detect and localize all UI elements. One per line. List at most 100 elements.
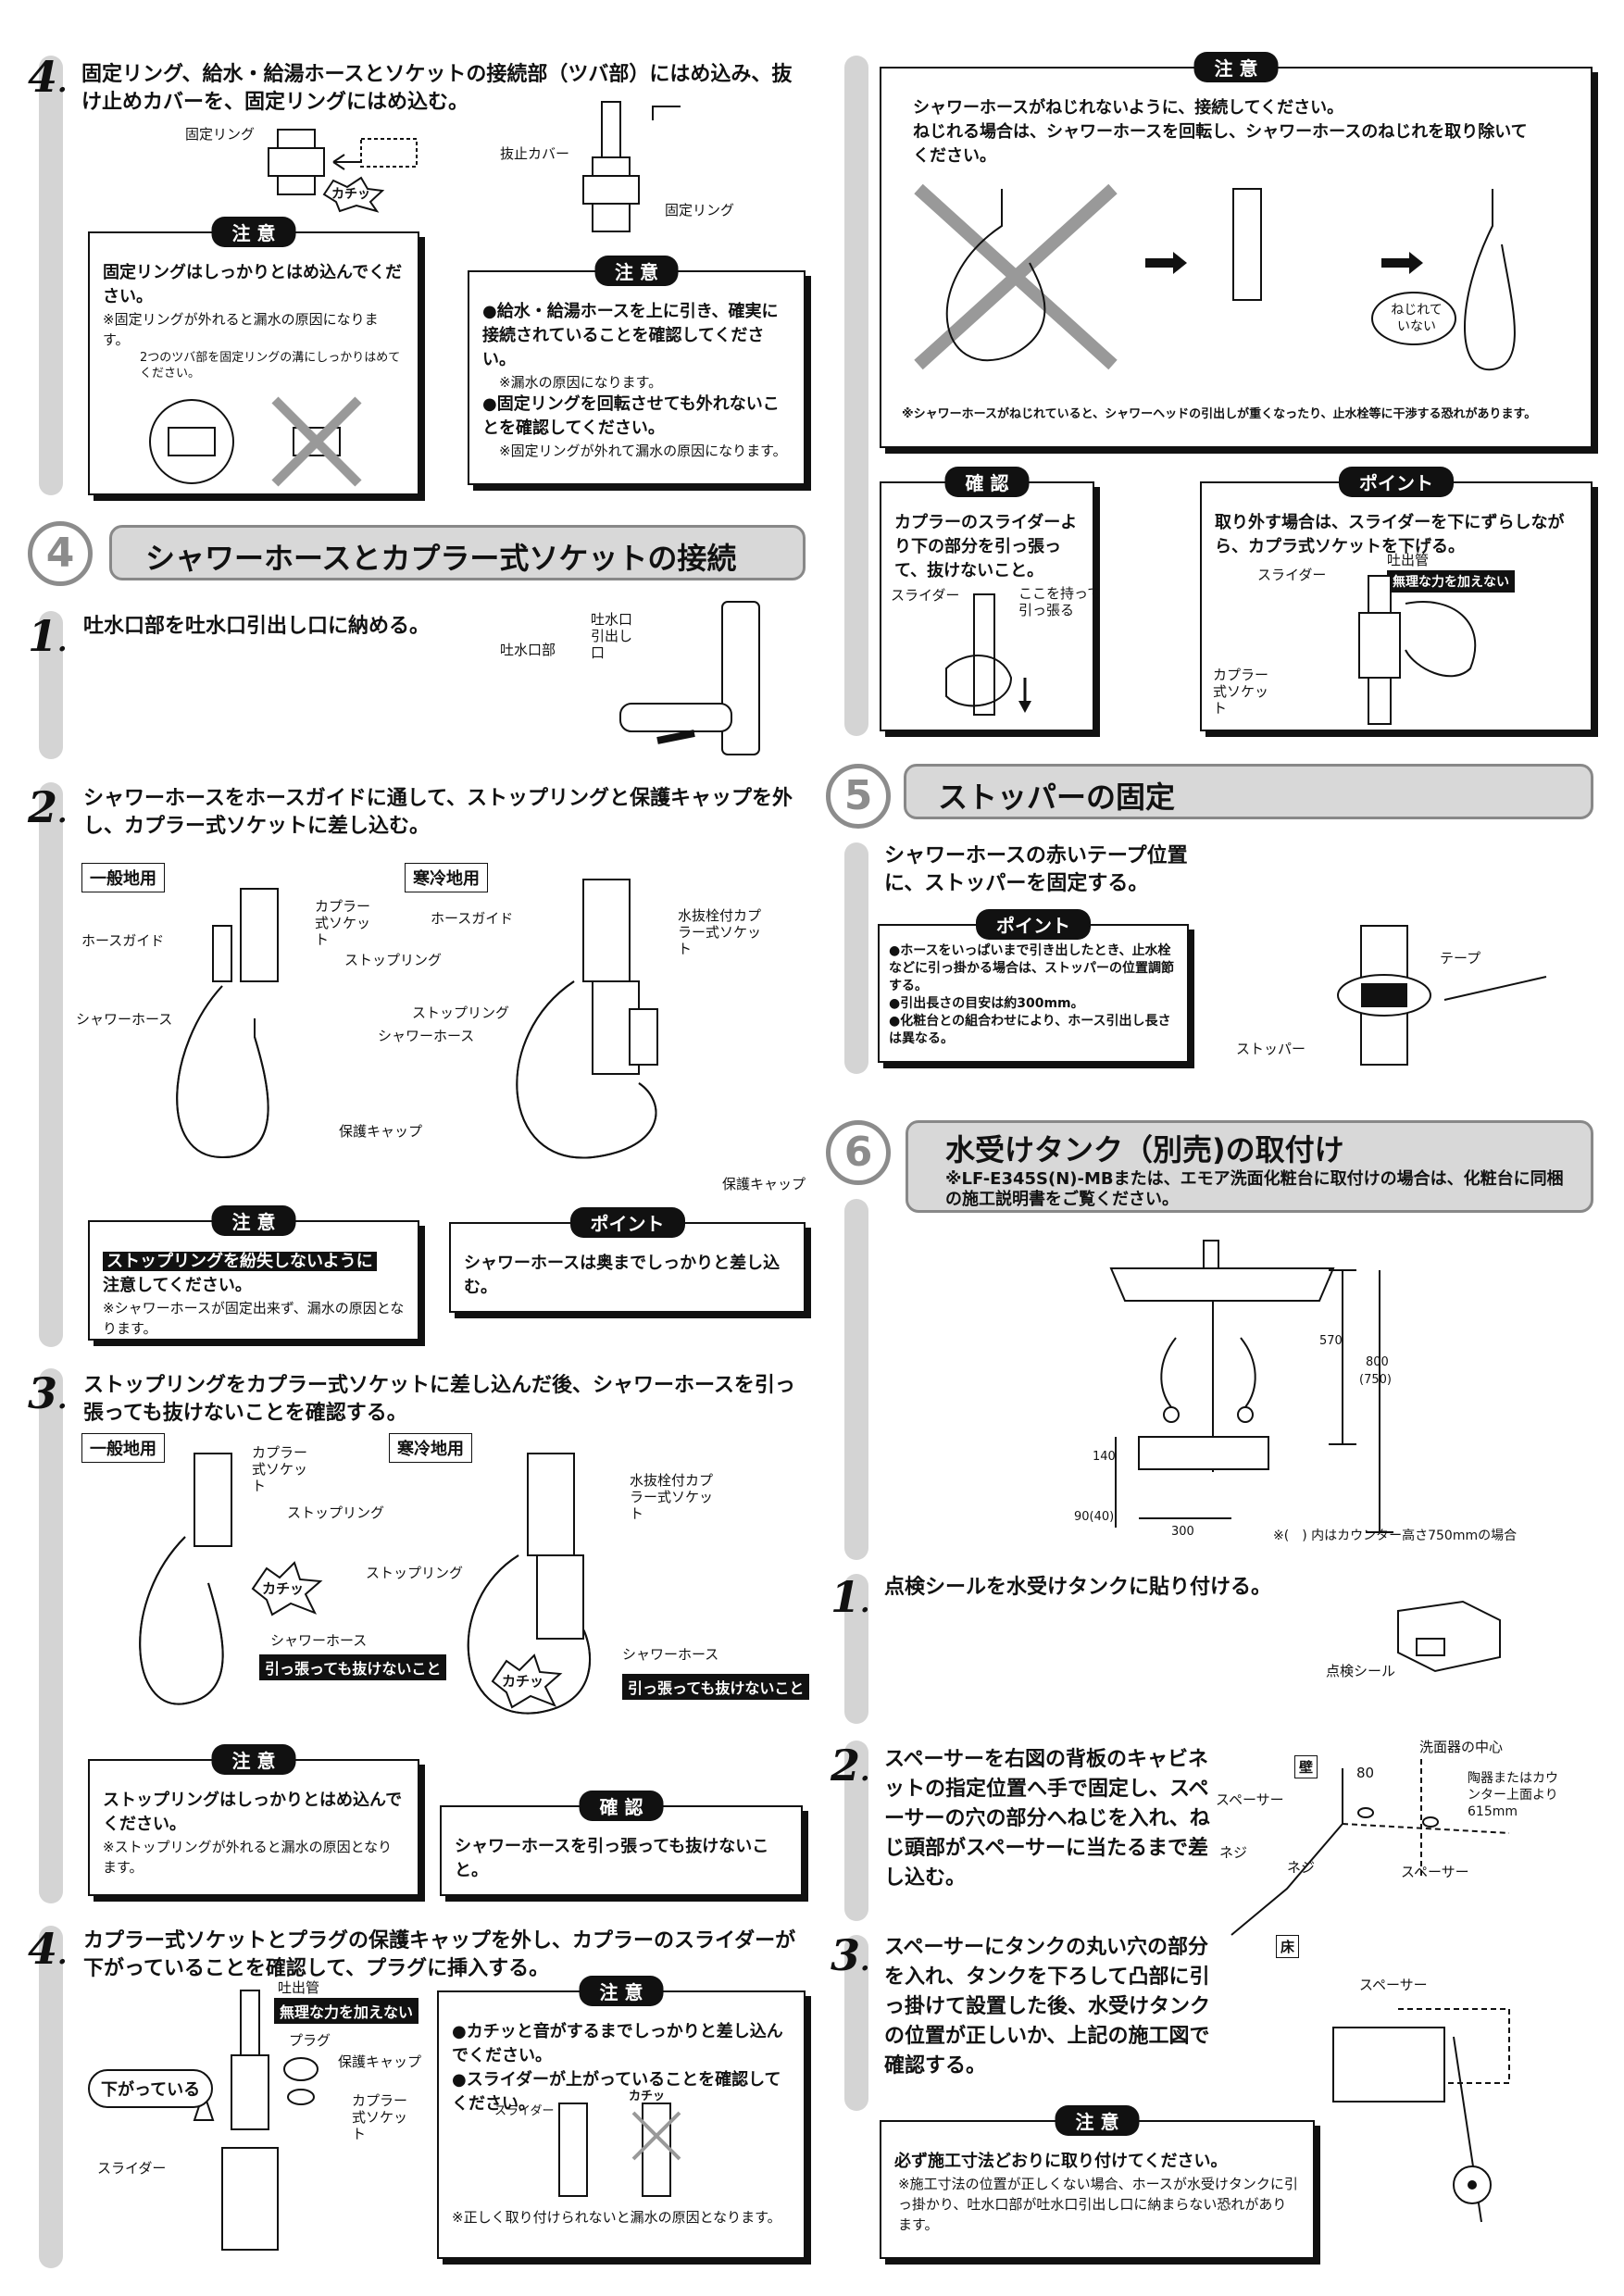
click-burst xyxy=(491,1653,563,1709)
click-burst xyxy=(251,1561,323,1616)
floor-tag: 床 xyxy=(1276,1935,1300,1958)
caution-tag: 注 意 xyxy=(211,1205,296,1236)
caution-box: 注 意 固定リングはしっかりとはめ込んでください。 ※固定リングが外れると漏水の… xyxy=(88,217,419,495)
caution-tag: 注 意 xyxy=(1055,2105,1140,2136)
section-number: 5 xyxy=(826,764,891,829)
dim-800: 800 xyxy=(1366,1355,1389,1369)
point-tag: ポイント xyxy=(976,909,1091,940)
caution-box: 注 意 ●給水・給湯ホースを上に引き、確実に接続されていることを確認してください… xyxy=(468,256,806,485)
spacer-label: スペーサー xyxy=(1216,1791,1284,1808)
not-twisted-label: ねじれていない xyxy=(1391,303,1443,334)
section-number: 6 xyxy=(826,1120,891,1185)
check-tag: 確 認 xyxy=(579,1791,664,1821)
ring-label: 固定リング xyxy=(185,126,256,143)
dimension-diagram xyxy=(1109,1240,1393,1533)
screw-label: ネジ xyxy=(1219,1844,1248,1861)
click-label: カチッ xyxy=(502,1673,544,1690)
caution-text: ストップリングはしっかりとはめ込んでください。 xyxy=(103,1791,403,1834)
caution-bullet: ●固定リングを回転させても外れないことを確認してください。 xyxy=(482,394,780,438)
step-number: 1. xyxy=(831,1572,870,1622)
step-text: シャワーホースの赤いテープ位置に、ストッパーを固定する。 xyxy=(884,844,1188,895)
point-text: 取り外す場合は、スライダーを下にずらしながら、カプラ式ソケットを下げる。 xyxy=(1215,513,1565,556)
step-number: 2. xyxy=(28,782,68,832)
spacer-label: スペーサー xyxy=(1401,1864,1469,1880)
outlet-label: 吐出管 xyxy=(278,1979,320,1996)
section-header: 水受けタンク（別売)の取付け ※LF-E345S(N)-MBまたは、エモア洗面化… xyxy=(906,1120,1593,1213)
hose-label: シャワーホース xyxy=(622,1646,719,1663)
ring-label: ストップリング xyxy=(287,1504,385,1521)
point-text: シャワーホースは奥までしっかりと差し込む。 xyxy=(464,1254,781,1297)
step-number: 4. xyxy=(28,1924,68,1974)
point-bullet: ●引出長さの目安は約300mm。 xyxy=(889,996,1084,1011)
caution-subnote: 2つのツバ部を固定リングの溝にしっかりはめてください。 xyxy=(140,351,401,381)
check-tag: 確 認 xyxy=(944,467,1030,497)
caution-box: 注 意 必ず施工寸法どおりに取り付けてください。 ※施工寸法の位置が正しくない場… xyxy=(880,2105,1315,2259)
cold-area-tag: 寒冷地用 xyxy=(405,863,488,892)
pull-check-label: 引っ張っても抜けないこと xyxy=(622,1674,810,1700)
stopper-label: ストッパー xyxy=(1236,1041,1306,1057)
height-label: 陶器またはカウンター上面より615mm xyxy=(1468,1771,1558,1819)
step-bar xyxy=(844,1574,868,1724)
caution-tag: 注 意 xyxy=(211,217,296,247)
stopper-illustration xyxy=(1337,925,1547,1066)
step-text: 吐水口部を吐水口引出し口に納める。 xyxy=(83,615,431,638)
caution-note: ※施工寸法の位置が正しくない場合、ホースが水受けタンクに引っ掛かり、吐水口部が吐… xyxy=(898,2176,1298,2233)
step-bar xyxy=(844,1741,868,1921)
caution-note: ※漏水の原因になります。 xyxy=(499,374,663,391)
noforce-label: 無理な力を加えない xyxy=(274,1998,419,2024)
hose-label: シャワーホース xyxy=(378,1028,475,1044)
caution-bullet: ●給水・給湯ホースを上に引き、確実に接続されていることを確認してください。 xyxy=(482,302,779,369)
hose-label: シャワーホース xyxy=(76,1011,173,1028)
ring-label: ストップリング xyxy=(344,952,443,968)
step-bar xyxy=(39,1368,63,1903)
dim-300: 300 xyxy=(1171,1525,1194,1539)
step-number: 1. xyxy=(28,611,68,661)
caution-bullet: ●カチッと音がするまでしっかりと差し込んでください。 xyxy=(452,2022,783,2065)
click-burst xyxy=(322,176,385,213)
cap-label: 保護キャップ xyxy=(339,1123,423,1140)
spacer-position-diagram xyxy=(1230,1759,1510,1936)
step-bar xyxy=(844,842,868,1074)
outlet-label: 吐出管 xyxy=(1387,552,1430,568)
noforce-label: 無理な力を加えない xyxy=(1387,570,1515,593)
caution-box: 注 意 ●カチッと音がするまでしっかりと差し込んでください。 ●スライダーが上が… xyxy=(437,1976,806,2259)
step-number: 3. xyxy=(28,1368,68,1418)
center-label: 洗面器の中心 xyxy=(1419,1739,1504,1755)
caution-tag: 注 意 xyxy=(1193,52,1279,82)
dim-90: 90(40) xyxy=(1074,1510,1115,1524)
check-box: 確 認 カプラーのスライダーより下の部分を引っ張って、抜けないこと。 スライダー… xyxy=(880,467,1101,731)
pull-check-label: 引っ張っても抜けないこと xyxy=(259,1654,447,1680)
general-area-tag: 一般地用 xyxy=(81,1433,165,1463)
dim-570: 570 xyxy=(1319,1334,1343,1348)
down-callout: 下がっている xyxy=(88,2069,214,2108)
pull-illustration xyxy=(945,593,1031,716)
step-text: ストップリングをカプラー式ソケットに差し込んだ後、シャワーホースを引っ張っても抜… xyxy=(83,1374,795,1425)
dim-140: 140 xyxy=(1093,1450,1116,1464)
ring-ok-ng-illustration xyxy=(149,396,362,487)
caution-note: ※ストップリングが外れると漏水の原因となります。 xyxy=(103,1839,393,1876)
hose-cold-illustration xyxy=(516,879,658,1159)
step-text: シャワーホースをホースガイドに通して、ストップリングと保護キャップを外し、カプラ… xyxy=(83,787,793,838)
ring-label-2: 固定リング xyxy=(665,202,735,218)
cold-area-tag: 寒冷地用 xyxy=(389,1433,472,1463)
step-text: 固定リング、給水・給湯ホースとソケットの接続部（ツバ部）にはめ込み、抜け止めカバ… xyxy=(81,63,793,114)
caution-note: ※シャワーホースが固定出来ず、漏水の原因となります。 xyxy=(103,1300,405,1337)
outlet-label: 吐水口引出し口 xyxy=(591,611,633,661)
drain-coupler-label: 水抜栓付カプラー式ソケット xyxy=(678,907,762,957)
ring-label: ストップリング xyxy=(366,1565,464,1581)
hold-label: ここを持って引っ張る xyxy=(1018,585,1102,618)
coupler-label: カプラー式ソケット xyxy=(1213,667,1269,717)
point-bullet: ●ホースをいっぱいまで引き出したとき、止水栓などに引っ掛かる場合は、ストッパーの… xyxy=(889,943,1187,993)
point-tag: ポイント xyxy=(1339,467,1454,497)
caution-note: ※固定リングが外れると漏水の原因になります。 xyxy=(103,311,379,348)
caution-box: 注 意 ストップリングはしっかりとはめ込んでください。 ※ストップリングが外れる… xyxy=(88,1744,419,1896)
point-box: ポイント 取り外す場合は、スライダーを下にずらしながら、カプラ式ソケットを下げる… xyxy=(1200,467,1593,731)
tape-label: テープ xyxy=(1440,950,1481,967)
hose-general-illustration xyxy=(139,1453,232,1705)
seal-label: 点検シール xyxy=(1326,1663,1396,1679)
section-header: シャワーホースとカプラー式ソケットの接続 xyxy=(109,525,806,580)
spacer-label: スペーサー xyxy=(1359,1977,1428,1993)
general-area-tag: 一般地用 xyxy=(81,863,165,892)
check-text: カプラーのスライダーより下の部分を引っ張って、抜けないこと。 xyxy=(894,513,1078,580)
caution-text: 固定リングはしっかりとはめ込んでください。 xyxy=(103,263,403,306)
